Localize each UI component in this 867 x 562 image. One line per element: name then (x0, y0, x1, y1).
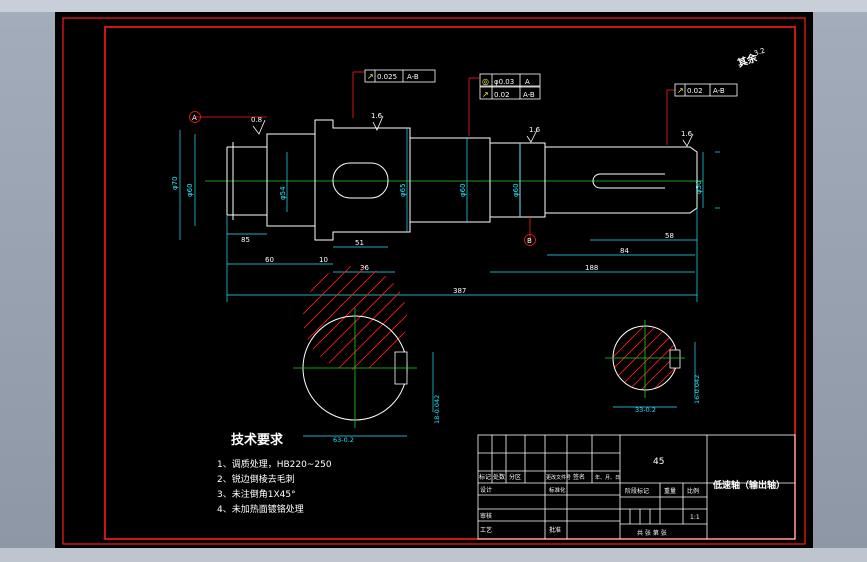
length-labels: 85 60 10 51 36 58 84 188 387 (241, 232, 674, 295)
diameter-labels: φ70 φ60 φ54 φ65 φ60 φ60 φ50 (171, 176, 703, 200)
surface-value-text: 3.2 (753, 47, 766, 58)
tol2-top-value: φ0.03 (494, 78, 514, 86)
tol2-bottom-datum: A-B (523, 91, 535, 99)
dim-188: 188 (585, 264, 598, 272)
tb-standard: 标准化 (549, 486, 566, 494)
tech-item-4: 4、未加热面镀铬处理 (217, 503, 304, 515)
tech-heading: 技术要求 (231, 432, 284, 448)
tech-item-1: 1、调质处理，HB220~250 (217, 458, 332, 470)
drawing-svg: ↗ 0.025 A-B ◎ φ0.03 A ↗ 0.02 A-B ↗ (55, 12, 813, 548)
svg-text:A: A (192, 114, 197, 122)
tolerance-frame-3: ↗ 0.02 A-B (674, 83, 738, 97)
right-panel (813, 12, 867, 548)
roughness-1: 0.8 (251, 116, 262, 124)
tb-h-count: 处数 (493, 473, 505, 481)
section2-width: 33-0.2 (635, 406, 656, 414)
roughness-marks: 0.8 1.6 1.6 1.6 (251, 112, 694, 147)
dim-dia-60a: φ60 (186, 183, 194, 197)
drawing-canvas[interactable]: ↗ 0.025 A-B ◎ φ0.03 A ↗ 0.02 A-B ↗ (55, 12, 813, 548)
section1-depth: 18-0.042 (433, 395, 441, 424)
roughness-4: 1.6 (681, 130, 693, 138)
dim-dia-70: φ70 (171, 176, 179, 190)
title-block-text: 标记 处数 分区 更改文件号 签名 年、月、日 设计 标准化 审核 工艺 批准 … (479, 457, 785, 537)
dim-84: 84 (620, 247, 629, 255)
inner-border (104, 26, 796, 540)
window-top-strip (0, 0, 867, 12)
dim-36: 36 (360, 264, 369, 272)
dim-dia-50: φ50 (695, 180, 703, 194)
tol2-top-symbol: ◎ (482, 77, 489, 86)
tech-item-2: 2、锐边倒棱去毛刺 (217, 473, 295, 485)
dim-dia-60b: φ60 (459, 183, 467, 197)
tol1-value: 0.025 (377, 73, 397, 81)
tb-h-zone: 分区 (509, 473, 521, 481)
title-block (477, 434, 796, 540)
svg-text:B: B (527, 237, 532, 245)
tb-material: 45 (653, 457, 664, 467)
tb-scale-value: 1:1 (690, 514, 700, 521)
tb-scale: 比例 (687, 487, 699, 495)
tb-approve: 批准 (549, 526, 561, 534)
tol2-bottom-symbol: ↗ (482, 90, 489, 99)
tb-weight: 重量 (664, 487, 676, 495)
tol2-bottom-value: 0.02 (494, 91, 510, 99)
tol3-symbol: ↗ (677, 86, 684, 95)
tb-h-sign: 签名 (573, 473, 585, 481)
tb-process: 工艺 (480, 526, 492, 534)
dim-51: 51 (355, 239, 364, 247)
outer-border (62, 17, 806, 545)
tb-review: 审核 (480, 512, 492, 520)
dim-387: 387 (453, 287, 466, 295)
tb-h-date: 年、月、日 (595, 474, 620, 481)
dim-85: 85 (241, 236, 250, 244)
roughness-3: 1.6 (529, 126, 541, 134)
left-panel (0, 12, 55, 548)
datum-b: B (524, 234, 536, 246)
tol3-datum: A-B (713, 87, 725, 95)
section2-depth: 16-0.042 (693, 375, 701, 404)
dim-58: 58 (665, 232, 674, 240)
dim-dia-60c: φ60 (512, 183, 520, 197)
tb-design: 设计 (480, 486, 492, 494)
dimension-lines (179, 128, 720, 302)
bottom-strip (0, 548, 867, 562)
tb-sheets: 共 张 第 张 (637, 529, 667, 537)
section1-width: 63-0.2 (333, 436, 354, 444)
datum-a: A (189, 111, 201, 123)
tolerance-frame-1: ↗ 0.025 A-B (364, 69, 436, 83)
tol1-symbol: ↗ (367, 72, 374, 81)
tb-stage: 阶段标记 (625, 487, 649, 495)
roughness-2: 1.6 (371, 112, 383, 120)
tech-item-3: 3、未注倒角1X45° (217, 488, 296, 500)
leader-lines (195, 71, 675, 240)
tolerance-frame-2: ◎ φ0.03 A ↗ 0.02 A-B (479, 73, 541, 100)
tb-h-docno: 更改文件号 (546, 474, 571, 481)
section-view-2: 33-0.2 16-0.042 (605, 320, 701, 414)
dim-dia-65: φ65 (399, 183, 407, 197)
dim-10: 10 (319, 256, 328, 264)
dim-dia-54: φ54 (279, 186, 287, 200)
tol2-top-datum: A (525, 78, 530, 86)
tb-title: 低速轴（输出轴） (712, 479, 785, 491)
tb-h-mark: 标记 (479, 473, 491, 481)
tol1-datum: A-B (407, 73, 419, 81)
dim-60: 60 (265, 256, 274, 264)
tech-requirements: 技术要求 1、调质处理，HB220~250 2、锐边倒棱去毛刺 3、未注倒角1X… (217, 432, 332, 515)
tol3-value: 0.02 (687, 87, 703, 95)
